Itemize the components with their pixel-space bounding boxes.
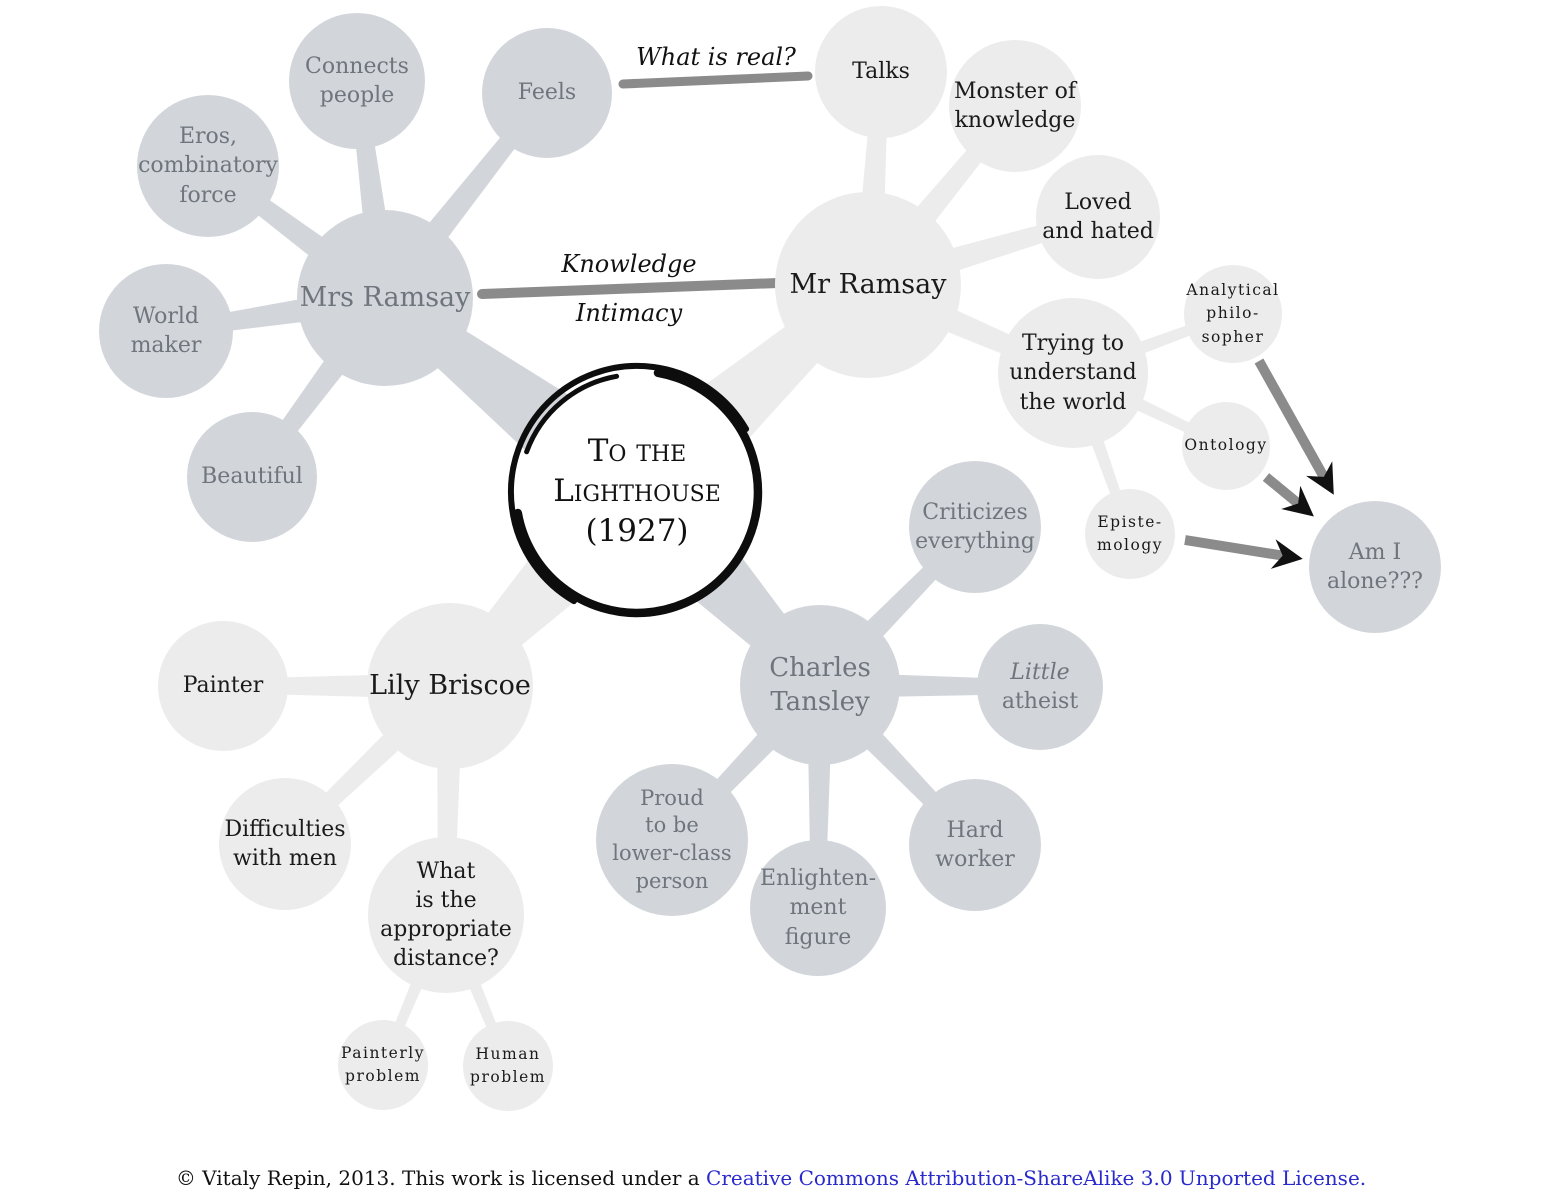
node-mr-ramsay: Mr Ramsay <box>775 192 961 378</box>
node-mrs-ramsay: Mrs Ramsay <box>297 210 473 386</box>
footer-license: © Vitaly Repin, 2013. This work is licen… <box>0 1166 1542 1190</box>
edge-label-knowledge: Knowledge <box>561 250 697 278</box>
arrow-to-am-i-alone <box>1262 473 1314 517</box>
connection-line <box>618 71 813 89</box>
center-brush-ring <box>507 362 763 618</box>
connection-line <box>477 278 783 299</box>
node-am-i-alone: Am I alone??? <box>1309 501 1441 633</box>
node-feels: Feels <box>482 28 612 158</box>
node-epistemology: Episte- mology <box>1085 489 1175 579</box>
node-little-atheist: Little atheist <box>977 624 1103 750</box>
node-eros-combinatory-force: Eros, combinatory force <box>137 95 279 237</box>
edge-label-what-is-real: What is real? <box>636 43 796 71</box>
node-enlightenment-figure: Enlighten- ment figure <box>750 840 886 976</box>
node-analytical-philosopher: Analytical philo- sopher <box>1184 265 1282 363</box>
node-center-title: To the Lighthouse (1927) <box>507 362 767 622</box>
node-loved-and-hated: Loved and hated <box>1036 155 1160 279</box>
node-lily-briscoe: Lily Briscoe <box>367 603 533 769</box>
node-connects-people: Connects people <box>289 13 425 149</box>
little-atheist-roman: atheist <box>1001 689 1079 714</box>
node-hard-worker: Hard worker <box>909 779 1041 911</box>
node-ontology: Ontology <box>1182 402 1270 490</box>
arrow-to-am-i-alone <box>1184 535 1303 569</box>
little-atheist-italic: Little <box>1010 659 1070 685</box>
edge-label-intimacy: Intimacy <box>575 299 683 327</box>
center-title-label: To the Lighthouse (1927) <box>553 433 721 549</box>
license-link[interactable]: Creative Commons Attribution-ShareAlike … <box>706 1166 1367 1190</box>
node-difficulties-with-men: Difficulties with men <box>219 778 351 910</box>
node-human-problem: Human problem <box>463 1021 553 1111</box>
node-appropriate-distance: What is the appropriate distance? <box>368 837 524 993</box>
node-painter: Painter <box>158 621 288 751</box>
node-world-maker: World maker <box>99 264 233 398</box>
node-talks: Talks <box>815 6 947 138</box>
node-painterly-problem: Painterly problem <box>338 1020 428 1110</box>
node-beautiful: Beautiful <box>187 412 317 542</box>
node-proud-lower-class: Proud to be lower-class person <box>596 764 748 916</box>
node-criticizes-everything: Criticizes everything <box>909 461 1041 593</box>
node-monster-of-knowledge: Monster of knowledge <box>949 40 1081 172</box>
footer-license-text: © Vitaly Repin, 2013. This work is licen… <box>175 1166 707 1190</box>
node-trying-to-understand: Trying to understand the world <box>998 298 1148 448</box>
arrow-to-am-i-alone <box>1254 358 1334 495</box>
node-charles-tansley: Charles Tansley <box>740 605 900 765</box>
